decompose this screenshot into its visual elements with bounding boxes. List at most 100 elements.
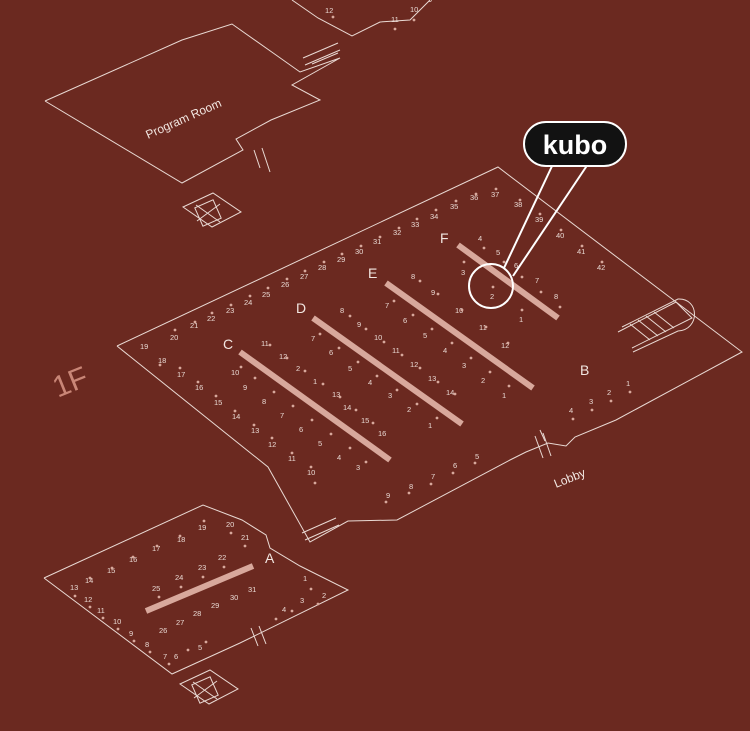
seat-num: 18 — [158, 356, 166, 365]
seat-num: 24 — [244, 298, 252, 307]
seat-num: 5 — [475, 452, 479, 461]
seat-num: 35 — [450, 202, 458, 211]
seat-num: 17 — [152, 544, 160, 553]
seat-num: 7 — [385, 301, 389, 310]
seat-num: 12 — [268, 440, 276, 449]
seat-num: 7 — [280, 411, 284, 420]
seat-num: 9 — [129, 629, 133, 638]
seat-num: 4 — [478, 234, 482, 243]
seat-num: 8 — [411, 272, 415, 281]
seat-num: 1 — [519, 315, 523, 324]
seat-num: 1 — [303, 574, 307, 583]
seat-num: 15 — [361, 416, 369, 425]
seat-num: 8 — [262, 397, 266, 406]
seat-num: 5 — [198, 643, 202, 652]
seat-num: 15 — [107, 566, 115, 575]
elevator-icon — [181, 192, 242, 228]
seat-num: 4 — [282, 605, 286, 614]
program-room: Program Room — [44, 23, 341, 184]
seat-num: 6 — [329, 348, 333, 357]
section-c: C 10 11 12 9 8 7 6 5 4 3 2 1 13 14 15 16 — [223, 336, 392, 472]
seat-num: 8 — [554, 292, 558, 301]
seat-num: 20 — [170, 333, 178, 342]
seat-num: 9 — [243, 383, 247, 392]
seat-num: 18 — [177, 535, 185, 544]
seat-num: 16 — [129, 555, 137, 564]
seat-num: 3 — [462, 361, 466, 370]
seat-num: 12 — [279, 352, 287, 361]
seat-num: 10 — [307, 468, 315, 477]
seat-num: 10 — [113, 617, 121, 626]
seat-num: 41 — [577, 247, 585, 256]
section-label: C — [223, 336, 233, 352]
seat-num: 9 — [357, 320, 361, 329]
seat-num: 5 — [496, 248, 500, 257]
seat-num: 9 — [428, 0, 432, 4]
seat-num: 3 — [461, 268, 465, 277]
seat-num: 6 — [403, 316, 407, 325]
seat-num: 42 — [597, 263, 605, 272]
door-arrows-icon — [302, 42, 341, 66]
door-arrows-icon — [534, 432, 552, 459]
seat-num: 8 — [409, 482, 413, 491]
section-label: A — [265, 550, 275, 566]
seat-num: 6 — [514, 261, 518, 270]
seat-num: 26 — [159, 626, 167, 635]
kubo-callout: kubo — [468, 121, 627, 309]
seat-num: 23 — [198, 563, 206, 572]
seat-num: 1 — [313, 377, 317, 386]
seat-num: 10 — [231, 368, 239, 377]
seat-num: 12 — [84, 595, 92, 604]
kubo-badge — [523, 121, 627, 167]
seat-num: 21 — [241, 533, 249, 542]
seat-num: 6 — [299, 425, 303, 434]
seat-num: 3 — [356, 463, 360, 472]
seat-num: 28 — [318, 263, 326, 272]
seat-num: 30 — [355, 247, 363, 256]
seat-num: 10 — [410, 5, 418, 14]
lobby-label: Lobby — [552, 466, 588, 491]
door-arrows-icon — [253, 147, 271, 173]
seat-num: 2 — [407, 405, 411, 414]
seat-num: 12 — [501, 341, 509, 350]
seat-num: 25 — [152, 584, 160, 593]
seat-num: 13 — [332, 390, 340, 399]
seat-num: 19 — [198, 523, 206, 532]
seat-num: 27 — [176, 618, 184, 627]
seat-num: 19 — [140, 342, 148, 351]
seat-num: 1 — [626, 379, 630, 388]
seat-num: 34 — [430, 212, 438, 221]
door-arrows-icon — [301, 517, 340, 541]
seat-num: 40 — [556, 231, 564, 240]
door-arrows-icon — [250, 625, 267, 647]
seat-num: 33 — [411, 220, 419, 229]
seat-num: 22 — [207, 314, 215, 323]
seat-num: 13 — [251, 426, 259, 435]
seat-num: 2 — [322, 591, 326, 600]
stairs-icon — [617, 298, 695, 353]
seat-num: 5 — [318, 439, 322, 448]
seat-num: 7 — [163, 652, 167, 661]
main-hall — [116, 166, 743, 543]
hall-seats: 19 20 21 22 23 24 25 26 27 28 29 30 31 3… — [140, 187, 605, 504]
seat-num: 1 — [428, 421, 432, 430]
seat-num: 31 — [248, 585, 256, 594]
seat-num: 13 — [428, 374, 436, 383]
seat-num: 7 — [431, 472, 435, 481]
seat-num: 3 — [589, 397, 593, 406]
seat-num: 4 — [443, 346, 447, 355]
seat-num: 16 — [195, 383, 203, 392]
seat-num: 12 — [325, 6, 333, 15]
seat-num: 12 — [410, 360, 418, 369]
seat-num: 38 — [514, 200, 522, 209]
seat-num: 5 — [423, 331, 427, 340]
section-label: D — [296, 300, 306, 316]
room-label: Program Room — [144, 96, 224, 142]
seat-num: 2 — [481, 376, 485, 385]
seat-num: 27 — [300, 272, 308, 281]
seat-num: 15 — [214, 398, 222, 407]
seat-num: 11 — [391, 15, 399, 24]
seat-num: 11 — [479, 323, 487, 332]
seat-num: 3 — [388, 391, 392, 400]
